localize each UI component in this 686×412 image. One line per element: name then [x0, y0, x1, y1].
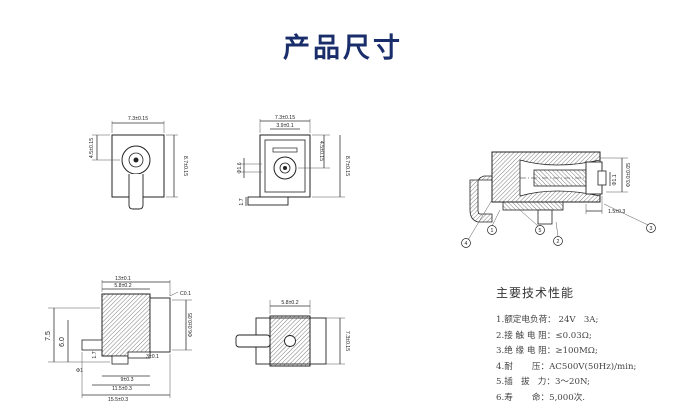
top-view: 7.3±0.15 3.9±0.1 4.5±0.15 8.7±0.15 Φ1.6 … [237, 115, 350, 206]
top-height-dim: 8.7±0.15 [344, 156, 350, 176]
top-pin-dim: 1.7 [239, 198, 245, 205]
side-len2-dim: 5.8±0.2 [114, 283, 131, 289]
spec-item: 5.插 拔 力：3～20N; [496, 377, 591, 387]
spec-item: 2.接 触 电 阻：≤0.03Ω; [496, 330, 592, 341]
side-h60-dim: 6.0 [59, 337, 66, 347]
top-offset-dim: 4.5±0.15 [318, 141, 324, 161]
side-p1-dim: Φ1 [76, 368, 83, 374]
side-len1-dim: 13±0.1 [115, 276, 131, 282]
top-hole-dim: Φ1.6 [237, 162, 243, 173]
section-dia1-dim: Φ1.1 [612, 174, 618, 185]
callout-3: 3 [650, 226, 653, 232]
side-p2-dim: 1.7 [92, 351, 98, 358]
spec-item: 4.耐 压：AC500V(50Hz)/min; [496, 361, 637, 372]
page-title: 产品尺寸 [283, 33, 403, 64]
section-view: Φ3.0±0.05 Φ1.1 1.5±0.3 4 1 5 2 3 [461, 151, 656, 248]
top-inner-dim: 3.9±0.1 [276, 123, 293, 129]
spec-item: 1.额定电负荷： 24V 3A; [496, 315, 599, 325]
front-height-dim: 8.7±0.15 [182, 156, 188, 176]
spec-item: 6.寿 命：5,000次. [496, 392, 586, 403]
side-view: 13±0.1 5.8±0.2 C0.1 Φ6.0±0.05 3±0.1 Φ1 1… [45, 276, 194, 403]
bottom-view: 5.8±0.2 7.3±0.15 [235, 300, 350, 367]
callout-5: 5 [539, 228, 542, 234]
section-dia2-dim: Φ3.0±0.05 [626, 163, 632, 187]
side-d155-dim: 15.5±0.3 [108, 397, 128, 403]
spec-item: 3.绝 缘 电 阻：≥100MΩ; [496, 346, 598, 356]
bottom-height-dim: 7.3±0.15 [344, 331, 350, 351]
specs-title: 主要技术性能 [496, 286, 575, 300]
side-d115-dim: 11.5±0.3 [112, 386, 132, 392]
side-h75-dim: 7.5 [45, 331, 52, 341]
front-offset-dim: 4.5±0.15 [89, 138, 95, 158]
top-width-dim: 7.3±0.15 [275, 115, 295, 121]
side-d9-dim: 9±0.3 [121, 377, 134, 383]
bottom-width-dim: 5.8±0.2 [281, 300, 298, 306]
side-pin-dim: 3±0.1 [146, 354, 159, 360]
front-view: 7.3±0.15 8.7±0.15 4.5±0.15 [89, 116, 188, 210]
callout-4: 4 [465, 241, 468, 247]
specs-panel: 主要技术性能 1.额定电负荷： 24V 3A; 2.接 触 电 阻：≤0.03Ω… [496, 284, 676, 406]
front-width-dim: 7.3±0.15 [128, 116, 148, 122]
side-dia-dim: Φ6.0±0.05 [188, 313, 194, 337]
callout-1: 1 [491, 228, 494, 234]
callout-2: 2 [557, 239, 560, 245]
section-depth-dim: 1.5±0.3 [608, 209, 625, 215]
side-chamfer-dim: C0.1 [180, 291, 191, 297]
